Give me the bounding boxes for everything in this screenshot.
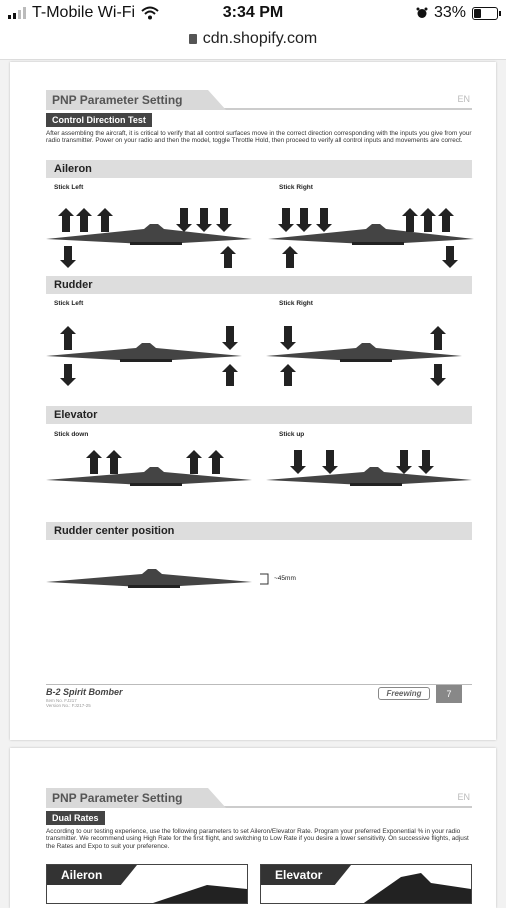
signal-icon [8, 7, 26, 19]
wifi-icon [141, 6, 159, 20]
document-page-8: PNP Parameter Setting EN Dual Rates Acco… [10, 748, 496, 908]
elevator-up-label: Stick up [279, 431, 305, 438]
section-elevator-title: Elevator [46, 406, 472, 424]
header-line [46, 806, 472, 808]
battery-icon [472, 6, 501, 20]
elevator-down-label: Stick down [54, 431, 89, 438]
aileron-right-label: Stick Right [279, 184, 313, 191]
down-arrows [60, 208, 232, 268]
measure-bracket [260, 573, 269, 585]
intro-text: According to our testing experience, use… [46, 828, 469, 850]
page-title: PNP Parameter Setting [46, 788, 226, 808]
footer-item-no: Item No. FJ217 [46, 698, 77, 703]
aileron-rate-box: Aileron [46, 864, 248, 904]
status-right: 33% [416, 4, 501, 22]
elevator-rate-box: Elevator [260, 864, 472, 904]
clock: 3:34 PM [222, 4, 284, 21]
section-subheader: Dual Rates [46, 811, 105, 825]
freewing-logo: Freewing [378, 687, 430, 700]
measure-label: ~45mm [274, 575, 296, 582]
status-bar: T-Mobile Wi-Fi 3:34 PM 33% [0, 0, 506, 28]
aileron-left-label: Stick Left [54, 184, 84, 191]
language-tag: EN [457, 792, 470, 802]
rudder-stick-right-figure [266, 326, 462, 386]
page-header: PNP Parameter Setting EN [46, 788, 472, 808]
status-left: T-Mobile Wi-Fi [8, 4, 159, 22]
aileron-stick-right-figure [268, 208, 474, 268]
footer-version: Version No.: FJ217-25 [46, 703, 91, 708]
wing-illustration [153, 885, 247, 903]
plane-shape [266, 467, 472, 486]
header-line [46, 108, 472, 110]
address-bar[interactable]: cdn.shopify.com [0, 28, 506, 60]
page-title: PNP Parameter Setting [46, 90, 226, 110]
up-arrows [86, 450, 224, 474]
lock-icon [188, 34, 197, 44]
plane-shape [46, 467, 252, 486]
plane-shape [268, 224, 474, 245]
plane-shape [266, 343, 462, 362]
rudder-left-label: Stick Left [54, 300, 84, 307]
wing-illustration [363, 873, 471, 903]
rudder-stick-left-figure [46, 326, 242, 386]
page-header: PNP Parameter Setting EN [46, 90, 472, 110]
down-arrows [278, 208, 458, 268]
down-arrows [290, 450, 434, 474]
aileron-stick-left-figure [46, 208, 252, 268]
rudder-arrows [280, 326, 446, 386]
url-text: cdn.shopify.com [202, 30, 318, 47]
section-rudder-center-title: Rudder center position [46, 522, 472, 540]
rudder-arrows [60, 326, 238, 386]
elevator-stick-up-figure [266, 450, 472, 486]
intro-text: After assembling the aircraft, it is cri… [46, 130, 472, 145]
section-aileron-title: Aileron [46, 160, 472, 178]
section-subheader: Control Direction Test [46, 113, 152, 127]
rudder-center-figure [46, 569, 252, 588]
plane-shape [46, 343, 242, 362]
aileron-rate-label: Aileron [47, 865, 137, 885]
alarm-icon [416, 7, 428, 18]
section-rudder-title: Rudder [46, 276, 472, 294]
rudder-right-label: Stick Right [279, 300, 313, 307]
footer-line [46, 684, 472, 685]
up-arrows [58, 208, 236, 268]
battery-percent: 33% [433, 4, 466, 21]
footer-model-title: B-2 Spirit Bomber [46, 687, 123, 697]
carrier-label: T-Mobile Wi-Fi [32, 4, 136, 21]
up-arrows [282, 208, 454, 268]
elevator-rate-label: Elevator [261, 865, 351, 885]
page-number: 7 [436, 685, 462, 703]
document-page-7: PNP Parameter Setting EN Control Directi… [10, 62, 496, 740]
elevator-stick-down-figure [46, 450, 252, 486]
battery-fill [474, 8, 481, 18]
plane-shape [46, 224, 252, 245]
language-tag: EN [457, 94, 470, 104]
